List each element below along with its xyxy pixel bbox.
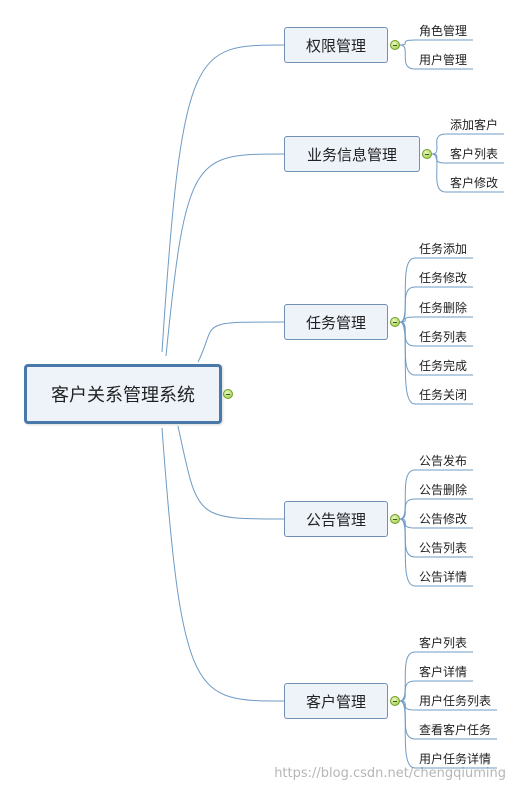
leaf-topic[interactable]: 任务列表 [419, 330, 468, 344]
branch-topic[interactable]: 业务信息管理 [284, 136, 420, 172]
leaf-topic[interactable]: 用户管理 [419, 53, 468, 67]
branch-to-leaf-line [399, 257, 416, 323]
branch-to-leaf-line [399, 700, 416, 740]
branch-topic[interactable]: 权限管理 [284, 27, 388, 63]
leaf-topic[interactable]: 任务添加 [419, 242, 468, 256]
central-topic-label: 客户关系管理系统 [51, 385, 195, 406]
collapse-toggle-icon[interactable] [223, 389, 233, 399]
branch-topic-label: 任务管理 [305, 313, 366, 332]
leaf-topic[interactable]: 公告修改 [419, 512, 468, 526]
branch-to-leaf-line [399, 286, 416, 323]
branch-topic-label: 公告管理 [305, 510, 366, 529]
collapse-toggle-icon[interactable] [390, 40, 400, 50]
leaf-topic[interactable]: 查看客户任务 [419, 723, 492, 737]
branch-to-leaf-line [399, 321, 416, 405]
collapse-toggle-icon[interactable] [390, 696, 400, 706]
collapse-toggle-icon[interactable] [390, 514, 400, 524]
branch-to-leaf-line [399, 518, 416, 558]
collapse-toggle-icon[interactable] [422, 149, 432, 159]
leaf-topic[interactable]: 任务删除 [419, 301, 468, 315]
branch-to-leaf-line [399, 518, 416, 587]
branch-to-leaf-line [431, 153, 447, 164]
branch-to-leaf-line [431, 133, 447, 155]
central-to-branch-line [197, 321, 285, 363]
leaf-topic[interactable]: 客户详情 [419, 665, 468, 679]
leaf-topic[interactable]: 公告发布 [419, 454, 468, 468]
branch-to-leaf-line [399, 651, 416, 702]
leaf-topic[interactable]: 任务完成 [419, 359, 468, 373]
leaf-topic[interactable]: 添加客户 [450, 118, 499, 132]
branch-topic[interactable]: 客户管理 [284, 683, 388, 719]
branch-to-leaf-line [399, 44, 416, 70]
branch-to-leaf-line [399, 498, 416, 520]
branch-to-leaf-line [431, 153, 447, 193]
collapse-toggle-icon[interactable] [390, 317, 400, 327]
leaf-topic[interactable]: 用户任务详情 [419, 752, 492, 766]
leaf-topic[interactable]: 公告详情 [419, 570, 468, 584]
branch-to-leaf-line [399, 321, 416, 347]
leaf-topic[interactable]: 任务关闭 [419, 388, 468, 402]
central-to-branch-line [161, 427, 285, 702]
branch-to-leaf-line [399, 700, 416, 769]
branch-to-leaf-line [399, 469, 416, 520]
branch-to-leaf-line [399, 680, 416, 702]
leaf-topic[interactable]: 客户修改 [450, 176, 499, 190]
leaf-topic[interactable]: 任务修改 [419, 271, 468, 285]
leaf-topic[interactable]: 公告删除 [419, 483, 468, 497]
leaf-topic[interactable]: 客户列表 [419, 636, 468, 650]
watermark: https://blog.csdn.net/chengqiuming [274, 766, 506, 781]
leaf-topic[interactable]: 客户列表 [450, 147, 499, 161]
branch-topic-label: 业务信息管理 [306, 145, 397, 164]
central-to-branch-line [165, 153, 285, 357]
central-to-branch-line [177, 425, 285, 520]
branch-to-leaf-line [399, 39, 416, 46]
central-topic[interactable]: 客户关系管理系统 [24, 364, 222, 424]
branch-topic[interactable]: 公告管理 [284, 501, 388, 537]
central-to-branch-line [161, 44, 285, 353]
branch-topic-label: 客户管理 [305, 692, 366, 711]
leaf-topic[interactable]: 用户任务列表 [419, 694, 492, 708]
branch-topic-label: 权限管理 [305, 36, 366, 55]
leaf-topic[interactable]: 公告列表 [419, 541, 468, 555]
branch-topic[interactable]: 任务管理 [284, 304, 388, 340]
branch-to-leaf-line [399, 321, 416, 376]
leaf-topic[interactable]: 角色管理 [419, 24, 468, 38]
